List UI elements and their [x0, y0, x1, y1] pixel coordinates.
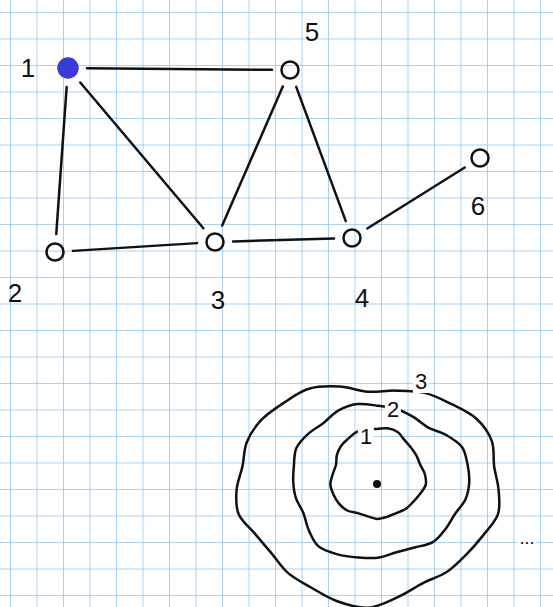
vertex-number: 4 [355, 285, 369, 311]
vertex-outline [472, 150, 489, 167]
vertex-outline [344, 230, 361, 247]
ring-number: 1 [358, 426, 374, 448]
ring-number: 3 [413, 371, 429, 393]
ring-number: 2 [385, 399, 401, 421]
vertex-outline [207, 234, 224, 251]
center-dot [373, 480, 381, 488]
vertex-circle [45, 242, 65, 262]
vertex-number: 3 [211, 287, 225, 313]
graph-vertex: 5 [280, 60, 300, 80]
vertex-outline [59, 59, 78, 78]
vertex-circle [470, 148, 490, 168]
vertex-circle [57, 57, 79, 79]
graph-edge [73, 243, 197, 251]
graph-edge [367, 168, 464, 229]
vertex-circle [280, 60, 300, 80]
contour-ring [293, 404, 469, 558]
contour-ring [330, 428, 426, 519]
graph-edge [80, 83, 203, 229]
graph-vertex: 2 [45, 242, 65, 262]
graph-edge [222, 87, 283, 226]
vertex-number: 5 [305, 19, 319, 45]
vertex-circle [205, 232, 225, 252]
vertex-number: 2 [8, 280, 22, 306]
vertex-outline [47, 244, 64, 261]
vertex-number: 6 [471, 193, 485, 219]
graph-edge [87, 68, 272, 70]
graph-vertex: 1 [57, 57, 79, 79]
graph-edge [233, 239, 334, 242]
graph-vertex: 3 [205, 232, 225, 252]
vertex-outline [282, 62, 299, 79]
contour-ring [236, 386, 499, 607]
ring-number: ... [517, 529, 536, 547]
graph-edge [296, 87, 346, 221]
graph-vertex: 4 [342, 228, 362, 248]
vertex-circle [342, 228, 362, 248]
graph-vertex: 6 [470, 148, 490, 168]
contour-rings [236, 386, 499, 607]
graph-edge [56, 87, 66, 234]
vertex-number: 1 [21, 55, 35, 81]
